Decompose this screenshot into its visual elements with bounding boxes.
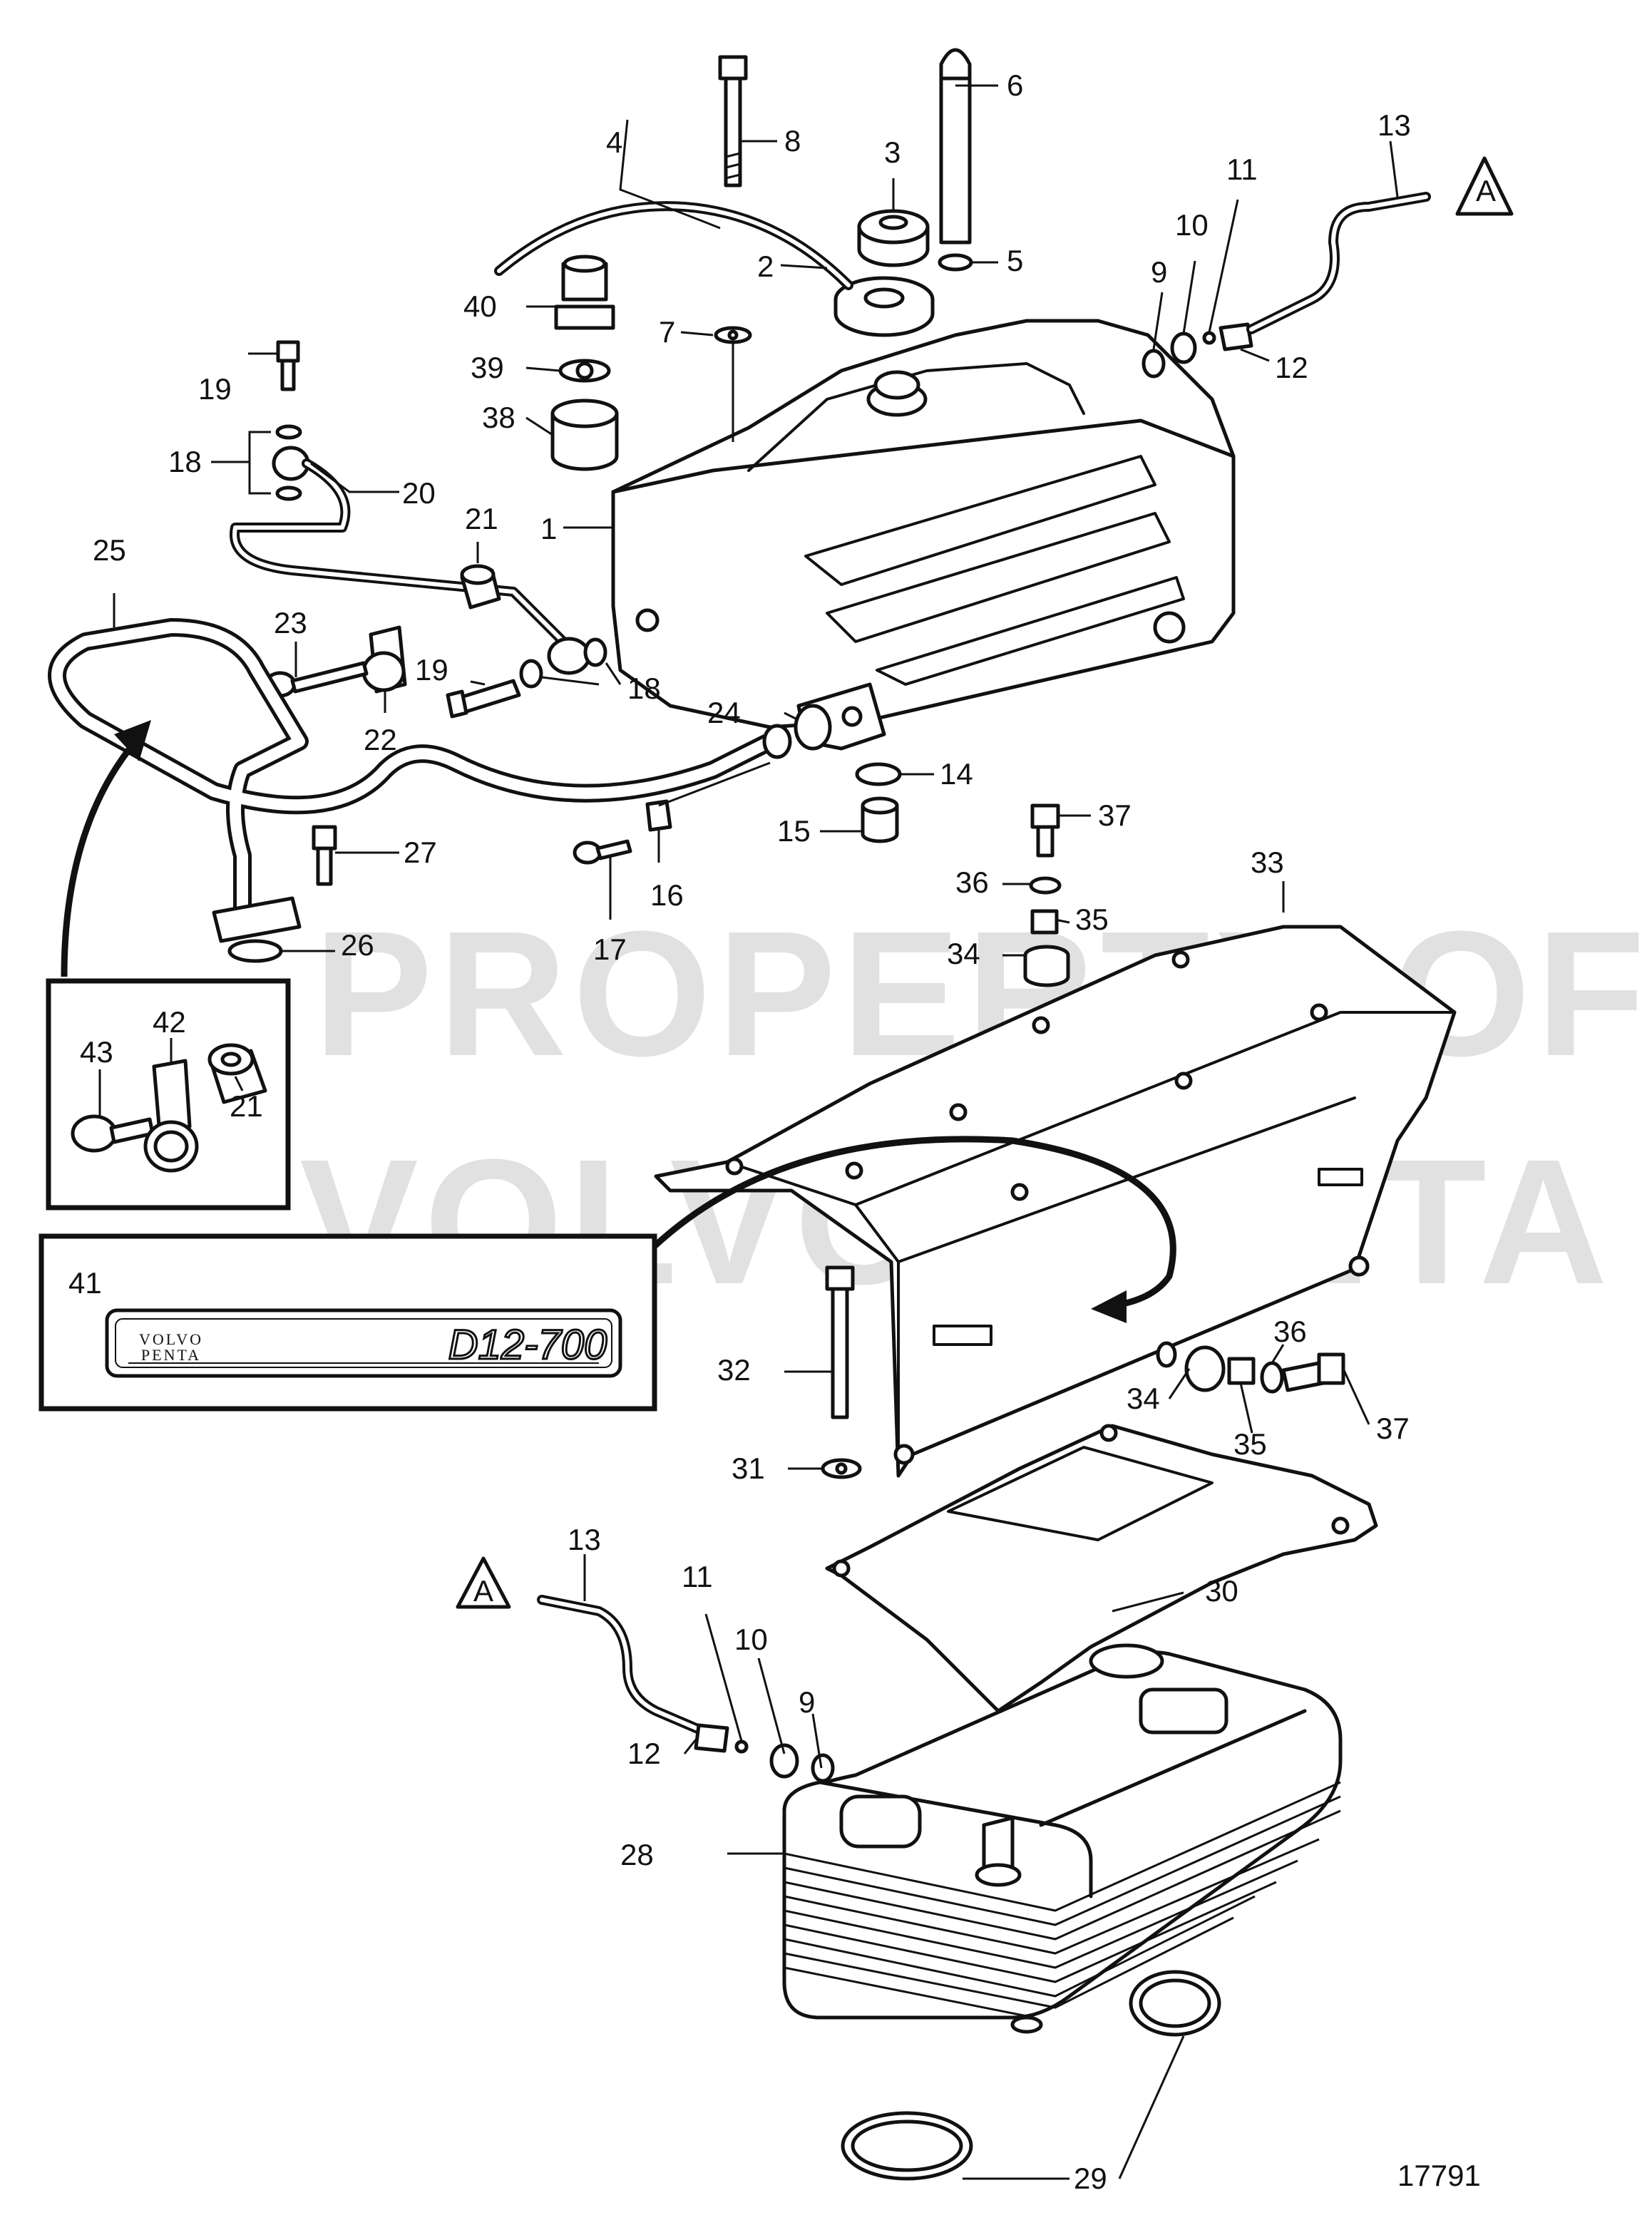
spacer-21: [460, 564, 501, 610]
o-ring-26: [227, 939, 283, 963]
callout-16: 16: [650, 878, 684, 912]
callout-27: 27: [404, 836, 437, 869]
nameplate-model: D12-700: [448, 1322, 607, 1368]
callout-32: 32: [717, 1353, 751, 1387]
callout-22: 22: [364, 723, 397, 756]
callout-5: 5: [1007, 244, 1023, 277]
callout-2: 2: [757, 250, 774, 283]
callout-7: 7: [659, 315, 675, 349]
oil-cooler-28: [782, 1643, 1343, 2034]
clamp-22: [361, 625, 407, 694]
callout-13b: 13: [568, 1523, 601, 1556]
callout-15: 15: [777, 814, 811, 848]
reference-marker-a-lower: [456, 1556, 511, 1609]
bolt-23: [264, 661, 369, 698]
upper-fitting-chain: [1141, 156, 1514, 379]
callout-37b: 37: [1376, 1412, 1410, 1445]
leader-lines: [98, 84, 1399, 2180]
callout-18b: 18: [627, 672, 661, 705]
callout-4: 4: [606, 125, 622, 159]
callout-18a: 18: [168, 445, 202, 478]
level-sensor: [938, 48, 973, 272]
filler-cap: [857, 209, 930, 267]
callout-41: 41: [68, 1266, 102, 1300]
callout-40: 40: [463, 289, 497, 323]
mount-stack-lower: [1156, 1341, 1345, 1394]
callout-10a: 10: [1175, 208, 1209, 242]
lower-fitting-chain: [456, 1556, 835, 1783]
reference-marker-a-upper: [1455, 156, 1514, 216]
callout-21a: 21: [465, 502, 498, 535]
callout-14: 14: [940, 757, 973, 791]
callout-9a: 9: [1151, 255, 1167, 289]
plug-14-15: [855, 762, 902, 843]
callout-17: 17: [593, 932, 627, 966]
nameplate-detail-box: VOLVO PENTA D12-700: [39, 1233, 657, 1412]
callout-11b: 11: [682, 1560, 713, 1593]
callout-9b: 9: [799, 1685, 815, 1719]
callout-25: 25: [93, 533, 126, 567]
callout-12b: 12: [627, 1737, 661, 1770]
seal-ring-24: [794, 704, 832, 751]
callout-29a: 29: [1074, 2162, 1107, 2195]
callout-35b: 35: [1233, 1427, 1267, 1461]
callout-24: 24: [707, 696, 741, 729]
nameplate-brand-line1: VOLVO: [139, 1330, 203, 1348]
marker-a-lower-label: A: [473, 1574, 493, 1608]
expansion-tank: [611, 319, 1236, 751]
bolt-27: [312, 825, 337, 886]
hose-4: [494, 201, 853, 290]
callout-3: 3: [884, 135, 901, 169]
callout-39: 39: [471, 351, 504, 384]
banjo-pipe-20: [230, 340, 607, 719]
callout-19b: 19: [415, 653, 448, 687]
nameplate: [105, 1308, 622, 1378]
callout-19a: 19: [198, 372, 232, 406]
callout-1: 1: [540, 512, 557, 545]
drawing-number: 17791: [1397, 2159, 1481, 2192]
callout-33: 33: [1251, 846, 1284, 879]
mount-stack-upper: [1023, 803, 1070, 987]
callout-34b: 34: [1127, 1382, 1160, 1415]
marker-a-upper-label: A: [1476, 174, 1496, 207]
clamp-detail-box: [46, 978, 291, 1211]
callout-28: 28: [620, 1838, 654, 1871]
bolt-17: [573, 839, 632, 865]
callout-13a: 13: [1377, 108, 1411, 142]
callout-10b: 10: [734, 1623, 768, 1656]
callouts: 1 2 3 4 5 6 7 8 9 10 11 12 13 A 14 15 16…: [68, 68, 1496, 2195]
callout-43: 43: [80, 1035, 113, 1069]
clip-16: [645, 799, 672, 832]
callout-8: 8: [784, 124, 801, 158]
bracket-33: [654, 925, 1457, 1478]
callout-6: 6: [1007, 68, 1023, 102]
coolant-pipe-25: [48, 618, 792, 943]
plate-30: [825, 1424, 1378, 1713]
filler-neck: [833, 276, 935, 337]
callout-37a: 37: [1098, 798, 1132, 832]
callout-30: 30: [1205, 1574, 1238, 1608]
callout-36a: 36: [955, 865, 989, 899]
callout-36b: 36: [1273, 1315, 1307, 1348]
callout-26: 26: [341, 928, 374, 962]
valve-stack: [550, 255, 619, 471]
callout-20: 20: [402, 476, 436, 510]
long-bolt-8: [714, 55, 752, 344]
callout-11a: 11: [1226, 153, 1258, 186]
cooler-fins: [784, 1781, 1341, 2018]
detail-arrow-right: [652, 1136, 1176, 1323]
detail-arrow-left: [61, 720, 151, 977]
callout-23: 23: [274, 606, 307, 639]
nameplate-brand-line2: PENTA: [141, 1346, 201, 1364]
callout-35a: 35: [1075, 903, 1109, 936]
callout-12a: 12: [1275, 351, 1308, 384]
callout-42: 42: [153, 1005, 186, 1039]
callout-31: 31: [732, 1451, 765, 1485]
o-rings-29: [841, 1970, 1221, 2181]
callout-38: 38: [482, 401, 515, 434]
callout-21b: 21: [230, 1089, 263, 1123]
callout-34a: 34: [947, 937, 980, 970]
